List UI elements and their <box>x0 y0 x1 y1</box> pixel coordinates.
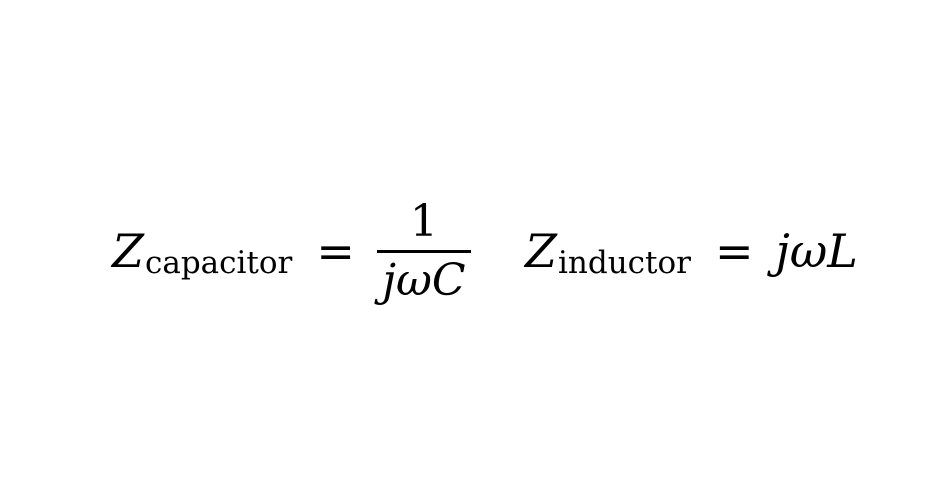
inductor-equals-sign: = <box>714 224 754 278</box>
capacitor-subscript: capacitor <box>144 244 293 281</box>
capacitor-equals-sign: = <box>316 224 355 278</box>
capacitor-fraction-denominator: jωC <box>382 254 466 306</box>
inductor-impedance-expression: jωL <box>775 224 858 278</box>
inductor-subscript: inductor <box>557 244 691 281</box>
capacitor-impedance-symbol: Z <box>112 224 144 278</box>
capacitor-fraction: 1 jωC <box>376 195 471 306</box>
inductor-impedance-symbol: Z <box>525 224 557 278</box>
capacitor-fraction-bar <box>376 249 471 253</box>
capacitor-fraction-numerator: 1 <box>409 195 438 247</box>
